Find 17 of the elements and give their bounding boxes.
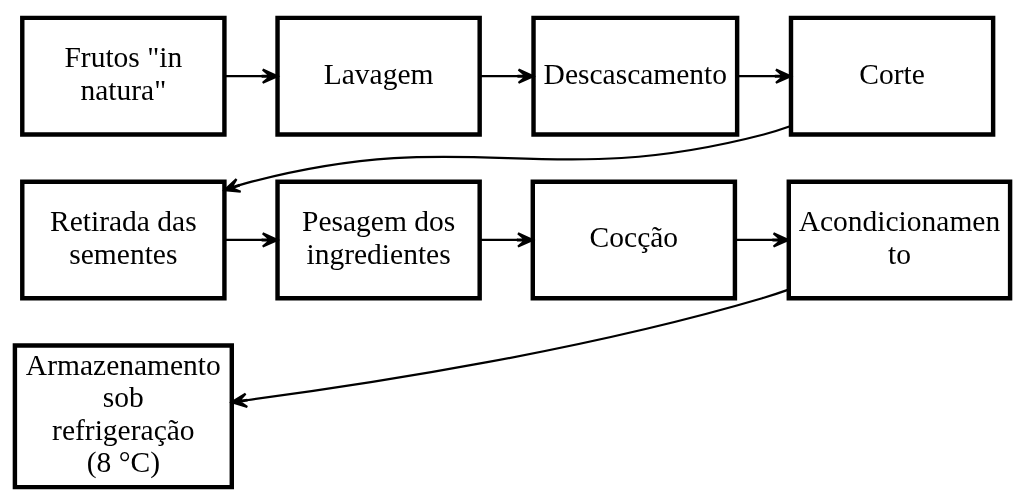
node-box: Corte bbox=[788, 15, 996, 137]
node-box: Cocção bbox=[530, 178, 738, 300]
arrow bbox=[479, 67, 535, 84]
arrow bbox=[224, 67, 279, 84]
node-box: Lavagem bbox=[275, 15, 482, 137]
node-box: Retirada das sementes bbox=[20, 178, 227, 300]
arrow bbox=[223, 124, 792, 193]
arrow bbox=[737, 67, 792, 84]
arrow bbox=[479, 231, 534, 248]
node-box: Acondicionamento bbox=[786, 178, 1013, 300]
arrow bbox=[230, 288, 789, 408]
arrow bbox=[224, 231, 279, 248]
node-box: Frutos "in natura" bbox=[20, 15, 227, 137]
arrow bbox=[735, 231, 790, 248]
node-box: Pesagem dos ingredientes bbox=[275, 178, 482, 300]
node-box: Descascamento bbox=[531, 15, 740, 137]
node-box: Armazenamento sob refrigeração (8 °C) bbox=[12, 342, 234, 489]
